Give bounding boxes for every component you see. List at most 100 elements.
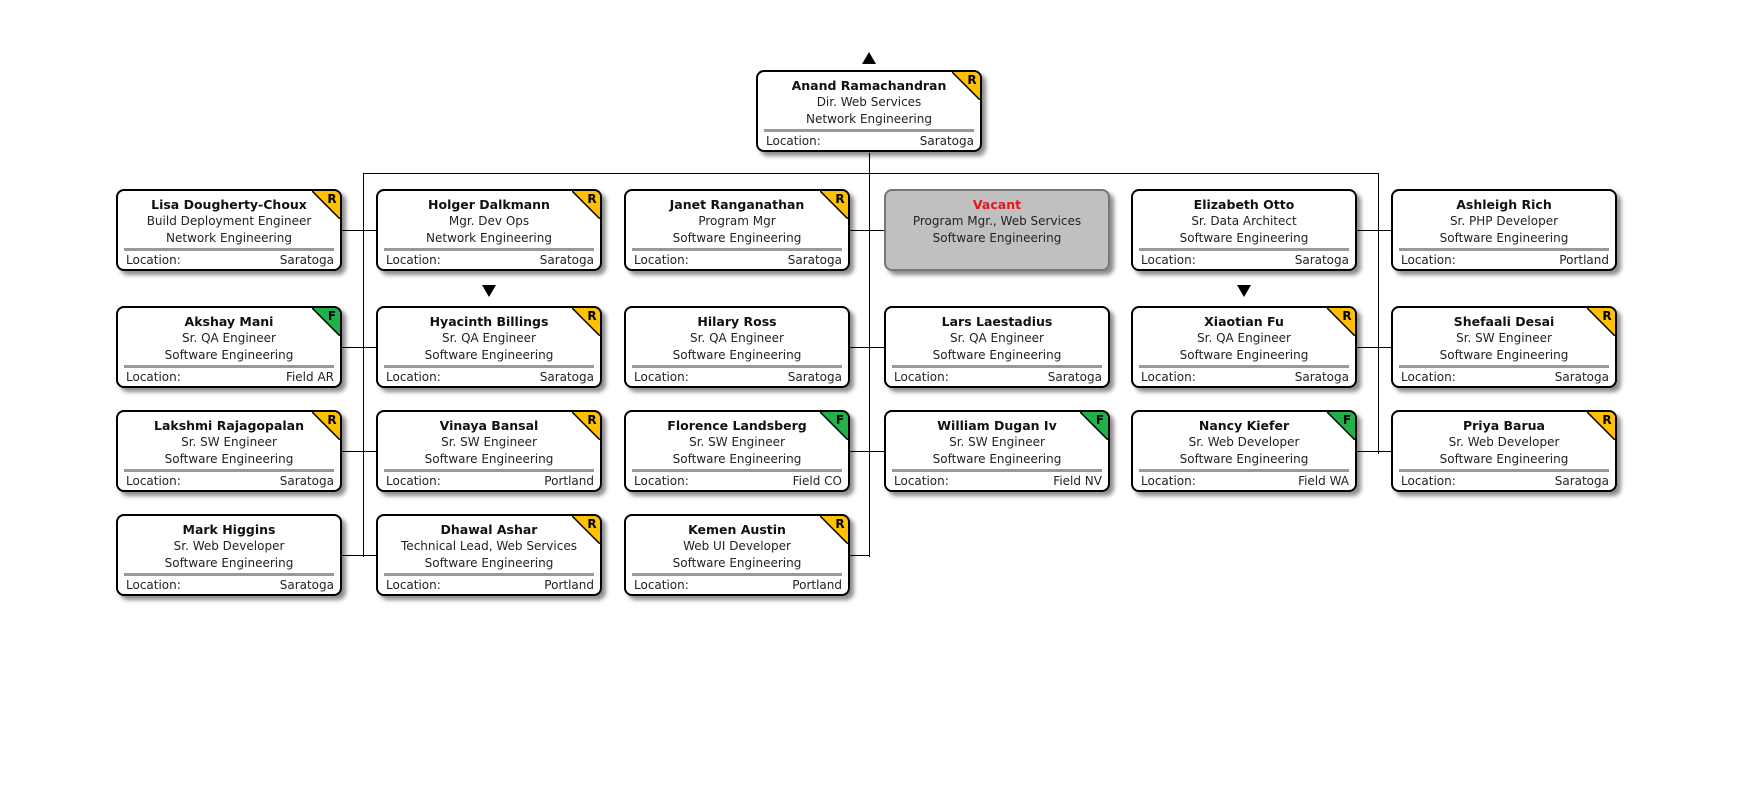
job-title: Sr. QA Engineer	[950, 331, 1044, 345]
job-title: Sr. Web Developer	[1448, 435, 1560, 449]
department: Software Engineering	[424, 348, 554, 362]
employee-card[interactable]: Janet Ranganathan Program Mgr Software E…	[624, 189, 850, 271]
separator	[764, 129, 974, 132]
expand-down-icon[interactable]	[482, 285, 496, 297]
department: Network Engineering	[426, 231, 552, 245]
employee-card[interactable]: Hilary Ross Sr. QA Engineer Software Eng…	[624, 306, 850, 388]
connector-line	[342, 555, 363, 556]
connector-line	[1378, 451, 1391, 452]
connector-line	[363, 347, 376, 348]
department: Software Engineering	[1179, 452, 1309, 466]
badge-letter: R	[327, 413, 336, 427]
regular-badge-icon: R	[572, 412, 600, 440]
location-value: Field CO	[792, 474, 842, 488]
badge-letter: R	[327, 192, 336, 206]
employee-card[interactable]: Mark Higgins Sr. Web Developer Software …	[116, 514, 342, 596]
employee-card[interactable]: Hyacinth Billings Sr. QA Engineer Softwa…	[376, 306, 602, 388]
badge-letter: R	[587, 413, 596, 427]
regular-badge-icon: R	[820, 516, 848, 544]
expand-up-icon[interactable]	[862, 52, 876, 64]
connector-line	[1357, 347, 1378, 348]
employee-card[interactable]: Ashleigh Rich Sr. PHP Developer Software…	[1391, 189, 1617, 271]
separator	[892, 469, 1102, 472]
job-title: Sr. Web Developer	[173, 539, 285, 553]
employee-name: Shefaali Desai	[1453, 314, 1555, 329]
location-label: Location:	[634, 578, 689, 592]
regular-badge-icon: R	[572, 516, 600, 544]
employee-card[interactable]: Holger Dalkmann Mgr. Dev Ops Network Eng…	[376, 189, 602, 271]
connector-line	[363, 555, 376, 556]
separator	[124, 248, 334, 251]
employee-name: Akshay Mani	[184, 314, 274, 329]
separator	[124, 573, 334, 576]
department: Software Engineering	[424, 452, 554, 466]
department: Software Engineering	[164, 556, 294, 570]
employee-card[interactable]: Shefaali Desai Sr. SW Engineer Software …	[1391, 306, 1617, 388]
job-title: Sr. SW Engineer	[689, 435, 785, 449]
employee-card[interactable]: Florence Landsberg Sr. SW Engineer Softw…	[624, 410, 850, 492]
badge-letter: R	[587, 192, 596, 206]
employee-name: Lakshmi Rajagopalan	[153, 418, 305, 433]
job-title: Sr. SW Engineer	[1456, 331, 1552, 345]
separator	[1139, 248, 1349, 251]
job-title: Web UI Developer	[683, 539, 791, 553]
regular-badge-icon: R	[820, 191, 848, 219]
location-label: Location:	[386, 253, 441, 267]
department: Software Engineering	[932, 452, 1062, 466]
employee-name: Vinaya Bansal	[439, 418, 539, 433]
employee-card[interactable]: Lakshmi Rajagopalan Sr. SW Engineer Soft…	[116, 410, 342, 492]
employee-card[interactable]: William Dugan Iv Sr. SW Engineer Softwar…	[884, 410, 1110, 492]
separator	[124, 365, 334, 368]
employee-name: Nancy Kiefer	[1198, 418, 1290, 433]
connector-line	[363, 173, 1379, 174]
location-label: Location:	[1401, 474, 1456, 488]
vacant-position-card[interactable]: Vacant Program Mgr., Web Services Softwa…	[884, 189, 1110, 271]
employee-name: Hilary Ross	[697, 314, 777, 329]
location-label: Location:	[126, 253, 181, 267]
employee-name: Janet Ranganathan	[669, 197, 805, 212]
location-label: Location:	[386, 474, 441, 488]
regular-badge-icon: R	[572, 308, 600, 336]
location-value: Saratoga	[919, 134, 974, 148]
employee-name: Holger Dalkmann	[428, 197, 550, 212]
separator	[1399, 469, 1609, 472]
regular-badge-icon: R	[312, 191, 340, 219]
employee-card[interactable]: Lisa Dougherty-Choux Build Deployment En…	[116, 189, 342, 271]
employee-name: Kemen Austin	[688, 522, 786, 537]
location-value: Portland	[544, 474, 594, 488]
connector-line	[869, 347, 884, 348]
field-badge-icon: F	[820, 412, 848, 440]
connector-line	[850, 230, 869, 231]
location-value: Portland	[544, 578, 594, 592]
connector-line	[363, 173, 364, 557]
job-title: Build Deployment Engineer	[146, 214, 312, 228]
employee-card[interactable]: Elizabeth Otto Sr. Data Architect Softwa…	[1131, 189, 1357, 271]
connector-line	[869, 230, 884, 231]
employee-name: Hyacinth Billings	[429, 314, 549, 329]
employee-name: Mark Higgins	[182, 522, 276, 537]
employee-card[interactable]: Kemen Austin Web UI Developer Software E…	[624, 514, 850, 596]
connector-line	[363, 451, 376, 452]
employee-card[interactable]: Priya Barua Sr. Web Developer Software E…	[1391, 410, 1617, 492]
employee-card[interactable]: Vinaya Bansal Sr. SW Engineer Software E…	[376, 410, 602, 492]
employee-card[interactable]: Lars Laestadius Sr. QA Engineer Software…	[884, 306, 1110, 388]
badge-letter: R	[967, 73, 976, 87]
employee-card[interactable]: Akshay Mani Sr. QA Engineer Software Eng…	[116, 306, 342, 388]
separator	[1139, 469, 1349, 472]
department: Software Engineering	[672, 348, 802, 362]
employee-card[interactable]: Anand Ramachandran Dir. Web Services Net…	[756, 70, 982, 152]
employee-card[interactable]: Dhawal Ashar Technical Lead, Web Service…	[376, 514, 602, 596]
location-label: Location:	[126, 370, 181, 384]
connector-line	[342, 347, 363, 348]
badge-letter: R	[1342, 309, 1351, 323]
employee-card[interactable]: Xiaotian Fu Sr. QA Engineer Software Eng…	[1131, 306, 1357, 388]
expand-down-icon[interactable]	[1237, 285, 1251, 297]
connector-line	[850, 347, 869, 348]
employee-card[interactable]: Nancy Kiefer Sr. Web Developer Software …	[1131, 410, 1357, 492]
department: Software Engineering	[1179, 348, 1309, 362]
job-title: Sr. PHP Developer	[1449, 214, 1559, 228]
location-label: Location:	[386, 578, 441, 592]
employee-name: Vacant	[972, 197, 1022, 212]
job-title: Sr. SW Engineer	[181, 435, 277, 449]
employee-name: Dhawal Ashar	[440, 522, 538, 537]
